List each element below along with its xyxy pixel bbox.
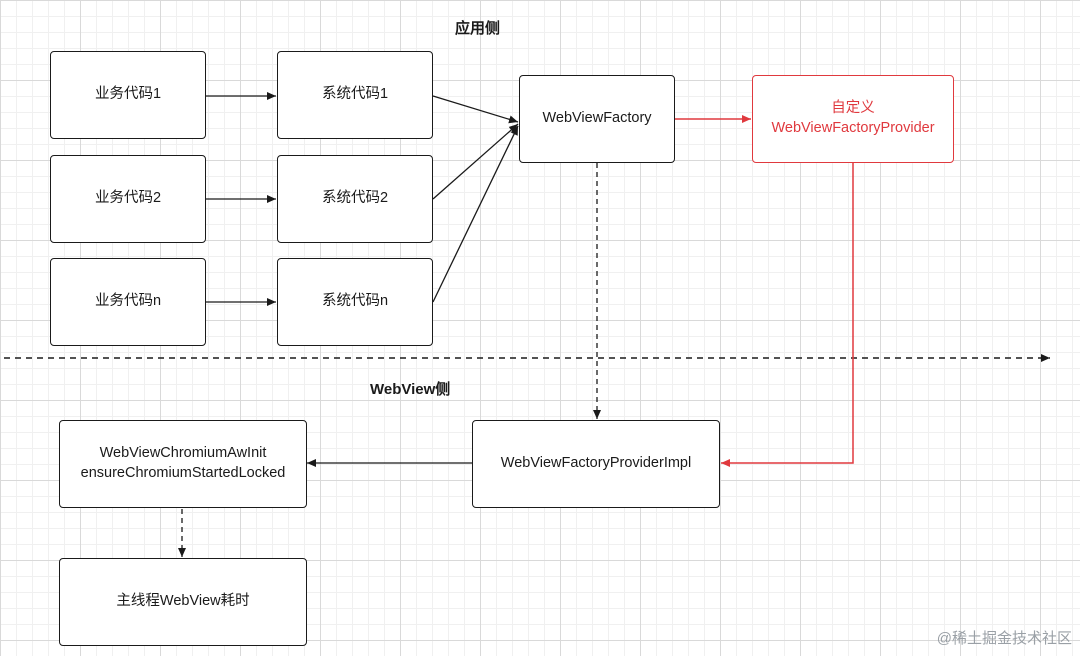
arrow-sys2-to-factory (432, 123, 519, 200)
biz-code-2-box: 业务代码2 (50, 155, 206, 243)
watermark: @稀土掘金技术社区 (936, 630, 1072, 647)
custom-provider-line1: 自定义 (831, 100, 875, 117)
custom-provider-line2: WebViewFactoryProvider (771, 120, 935, 136)
biz-code-1-text: 业务代码1 (94, 86, 162, 103)
biz-code-2-text: 业务代码2 (94, 190, 162, 207)
webview-factory-text: WebViewFactory (542, 110, 652, 127)
sys-code-n-box: 系统代码n (277, 258, 433, 346)
arrow-sysn-to-factory (432, 125, 519, 303)
sys-code-2-box: 系统代码2 (277, 155, 433, 243)
biz-code-n-box: 业务代码n (50, 258, 206, 346)
chromium-init-box: WebViewChromiumAwInit ensureChromiumStar… (59, 420, 307, 508)
arrow-sys1-to-factory (432, 95, 519, 124)
sys-code-n-text: 系统代码n (321, 293, 389, 310)
webview-side-label: WebView侧 (370, 381, 451, 398)
main-thread-text: 主线程WebView耗时 (116, 593, 250, 610)
provider-impl-text: WebViewFactoryProviderImpl (500, 455, 692, 472)
biz-code-1-box: 业务代码1 (50, 51, 206, 139)
chromium-init-line1: WebViewChromiumAwInit (99, 445, 267, 462)
app-side-label: 应用侧 (455, 20, 501, 37)
custom-provider-box: 自定义 WebViewFactoryProvider (752, 75, 954, 163)
biz-code-n-text: 业务代码n (94, 293, 162, 310)
webview-factory-box: WebViewFactory (519, 75, 675, 163)
arrow-custom-provider-to-provider-impl (721, 163, 854, 467)
sys-code-1-box: 系统代码1 (277, 51, 433, 139)
sys-code-1-text: 系统代码1 (321, 86, 389, 103)
provider-impl-box: WebViewFactoryProviderImpl (472, 420, 720, 508)
chromium-init-line2: ensureChromiumStartedLocked (80, 465, 286, 481)
main-thread-box: 主线程WebView耗时 (59, 558, 307, 646)
sys-code-2-text: 系统代码2 (321, 190, 389, 207)
